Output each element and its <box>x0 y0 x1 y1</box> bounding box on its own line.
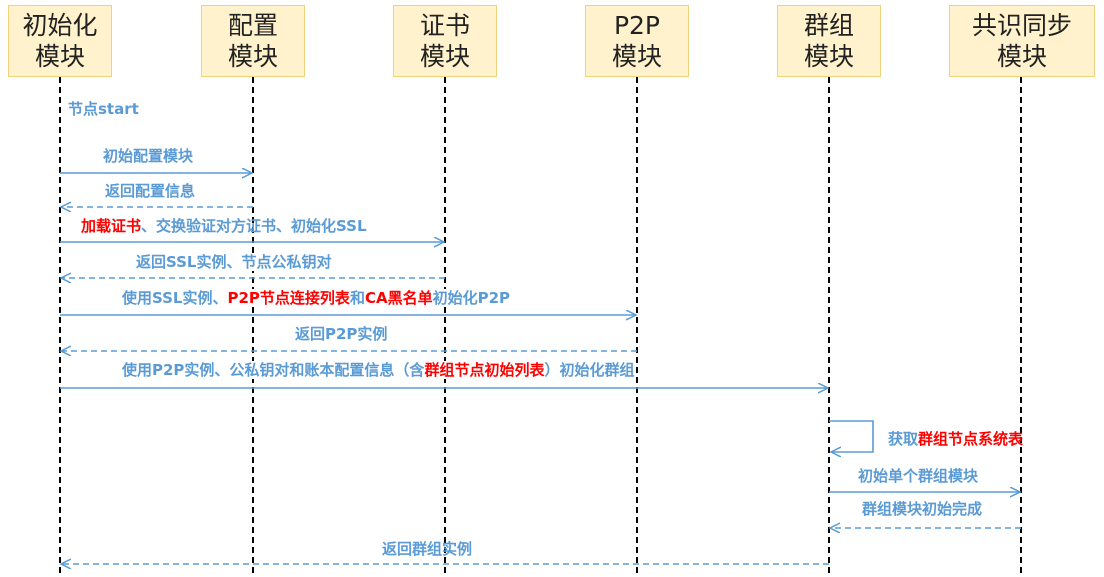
message-label-return-config: 返回配置信息 <box>105 182 195 200</box>
message-label-return-p2p: 返回P2P实例 <box>295 325 387 343</box>
participant-label: P2P 模块 <box>611 11 662 71</box>
participant-label: 群组 模块 <box>803 11 854 71</box>
participant-config-module: 配置 模块 <box>201 5 305 77</box>
message-text: 返回配置信息 <box>105 182 196 200</box>
message-text: 获取 <box>888 430 919 448</box>
message-label-init-p2p: 使用SSL实例、P2P节点连接列表和CA黑名单初始化P2P <box>122 289 511 307</box>
message-text: 返回P2P实例 <box>295 325 388 343</box>
participant-label: 共识同步 模块 <box>971 11 1072 71</box>
message-label-return-group: 返回群组实例 <box>382 540 472 558</box>
lifelines <box>59 77 1022 577</box>
participant-group-module: 群组 模块 <box>777 5 881 77</box>
message-text: 初始化P2P <box>432 289 511 307</box>
message-label-init-group: 使用P2P实例、公私钥对和账本配置信息（含群组节点初始列表）初始化群组 <box>122 361 635 379</box>
participant-p2p-module: P2P 模块 <box>585 5 689 77</box>
message-text: 使用SSL实例、 <box>122 289 228 307</box>
highlighted-text: 群组节点系统表 <box>918 430 1024 448</box>
message-text: 群组模块初始完成 <box>862 500 983 518</box>
message-label-group-init-done: 群组模块初始完成 <box>862 500 982 518</box>
message-text: 初始单个群组模块 <box>858 467 979 485</box>
message-label-load-cert: 加载证书、交换验证对方证书、初始化SSL <box>81 217 367 235</box>
message-label-node-start: 节点start <box>68 100 139 118</box>
highlighted-text: P2P节点连接列表 <box>227 289 350 307</box>
message-text: ）初始化群组 <box>544 361 635 379</box>
message-text: 初始配置模块 <box>103 147 194 165</box>
message-arrows <box>60 173 1021 564</box>
highlighted-text: CA黑名单 <box>364 289 433 307</box>
message-text: 使用P2P实例、公私钥对和账本配置信息（含 <box>122 361 425 379</box>
message-text: 节点start <box>68 100 139 118</box>
message-label-get-group-table: 获取群组节点系统表 <box>888 430 1023 448</box>
message-label-return-ssl: 返回SSL实例、节点公私钥对 <box>136 253 332 271</box>
participant-label: 配置 模块 <box>227 11 278 71</box>
message-text: 返回SSL实例、节点公私钥对 <box>136 253 332 271</box>
message-text: 、交换验证对方证书、初始化SSL <box>141 217 367 235</box>
highlighted-text: 群组节点初始列表 <box>424 361 545 379</box>
message-label-init-single-group: 初始单个群组模块 <box>858 467 978 485</box>
participant-sync-module: 共识同步 模块 <box>949 5 1095 77</box>
highlighted-text: 加载证书 <box>81 217 142 235</box>
participant-cert-module: 证书 模块 <box>393 5 497 77</box>
message-text: 返回群组实例 <box>382 540 473 558</box>
participant-label: 证书 模块 <box>419 11 470 71</box>
message-text: 和 <box>349 289 365 307</box>
self-message-arrow <box>829 420 874 452</box>
participant-init-module: 初始化 模块 <box>8 5 112 77</box>
message-label-init-config: 初始配置模块 <box>103 147 193 165</box>
participant-label: 初始化 模块 <box>22 11 98 71</box>
